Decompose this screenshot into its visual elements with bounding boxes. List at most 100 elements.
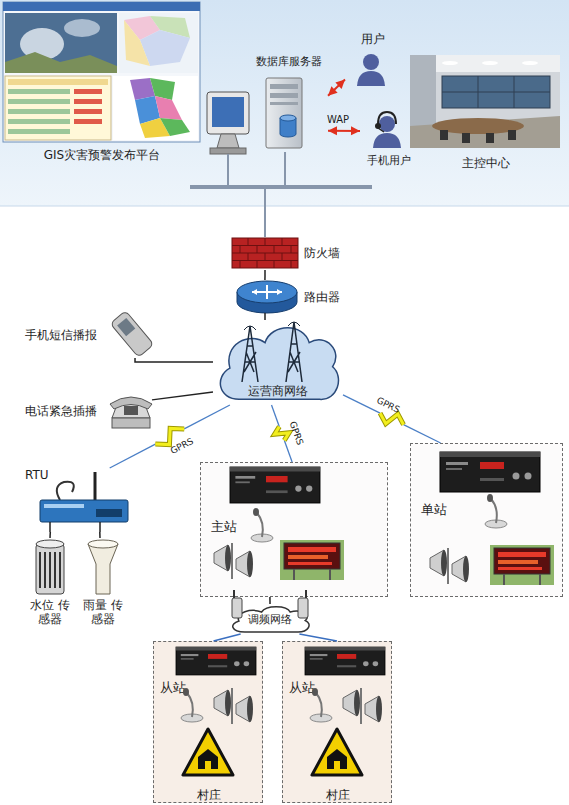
gis-screenshot [160,118,190,136]
connector [135,358,213,362]
rtu-icon [44,504,84,508]
router-node: 路由器 [237,280,345,313]
node-label: 雨量 传感器 [78,598,128,627]
node-label: 用户 [345,32,400,46]
slave-station-equipment [176,647,256,675]
node-label: 手机用户 [360,154,418,167]
bus-bar [190,185,372,189]
server-icon [266,78,302,148]
server-icon [280,118,296,137]
node-label: 从站 [289,680,319,696]
node-label: 数据库服务器 [250,55,328,68]
edge-label: GPRS [283,411,308,456]
connector-line [152,392,213,400]
gis-screenshot [150,16,190,38]
lightning-bolt [380,413,403,425]
node-label: 从站 [160,680,190,696]
slave-station-equipment [214,688,253,724]
control-room-photo [442,61,458,65]
signal-line [184,405,230,429]
gis-screenshot [5,76,111,140]
firewall-icon [232,245,298,246]
mobile-user-icon [378,112,396,124]
connector [110,405,230,468]
water-level-sensor-icon [36,540,64,548]
monitor-icon [207,92,249,134]
rain-gauge-icon [88,544,118,594]
connector [269,597,270,604]
connector-line [264,313,266,320]
control-room-photo [440,130,448,140]
arrow-head [328,86,338,95]
station-box: 从站村庄 [153,641,263,803]
connector-line [228,164,265,237]
router-icon [252,285,282,299]
edge-label: GPRS [366,390,410,419]
firewall-node: 防火墙 [232,237,345,270]
slave-station-equipment [310,688,332,722]
connector-line [269,597,271,604]
walkie-talkie-icon [305,590,307,598]
gis-screenshot [119,13,198,73]
water-level-sensor-icon [36,540,64,594]
walkie-talkie-icon [232,598,242,618]
control-room-photo [410,55,560,148]
node-label: 单站 [421,502,451,518]
single-station-equipment [430,548,469,584]
single-station-equipment [485,494,507,528]
single-station-equipment [430,452,554,585]
server-icon [266,78,302,148]
gis-screenshot [5,52,117,73]
sensor-node: 雨量 传感器 [78,538,128,626]
connector [265,152,285,237]
user-icon [357,71,385,86]
platform-node: GIS灾害预警发布平台 [3,2,253,164]
rain-gauge-icon [88,540,118,548]
rain-gauge-icon [88,540,118,594]
gis-screenshot [74,89,102,94]
main-station-equipment [230,467,320,503]
water-level-sensor-icon [36,544,64,594]
telephone-icon [110,397,152,409]
control-room-photo [432,118,524,134]
phone-node: 电话紧急插播 [25,388,152,432]
user-icon [363,54,379,70]
control-room-photo [514,76,515,108]
telephone-icon [112,402,150,418]
connector-line [328,130,360,132]
slave-station-equipment [312,729,362,775]
connector [214,634,241,641]
telephone-icon [112,418,150,428]
main-station-equipment [280,540,344,580]
firewall-icon [240,238,291,268]
connector-line [264,270,266,280]
control-room-photo [486,133,494,143]
rtu-icon [99,522,101,532]
gis-screenshot [20,28,64,60]
connector-line [49,532,51,538]
router-icon [237,292,297,313]
router-icon [277,289,282,295]
firewall-icon [232,253,298,254]
telephone-icon [124,406,138,415]
fm-cloud: 调频网络 [228,604,312,634]
walkie-talkie-icon [232,590,308,618]
router-icon [252,289,257,295]
gis-screenshot [74,99,102,104]
gis-screenshot [113,76,198,140]
signal-line [110,444,156,468]
edge-label: GPRS [160,431,204,461]
tower-icon [242,326,258,382]
gis-screenshot [140,30,190,66]
mobile-user-icon [373,112,401,148]
monitor-icon [217,134,239,148]
node-label: 村庄 [171,788,247,802]
main-station-equipment [214,467,344,580]
lightning-bolt [275,427,289,441]
slave-station-equipment [176,647,385,775]
gis-screenshot [5,13,117,73]
monitor-icon [207,92,249,165]
tower-icon [286,322,302,382]
